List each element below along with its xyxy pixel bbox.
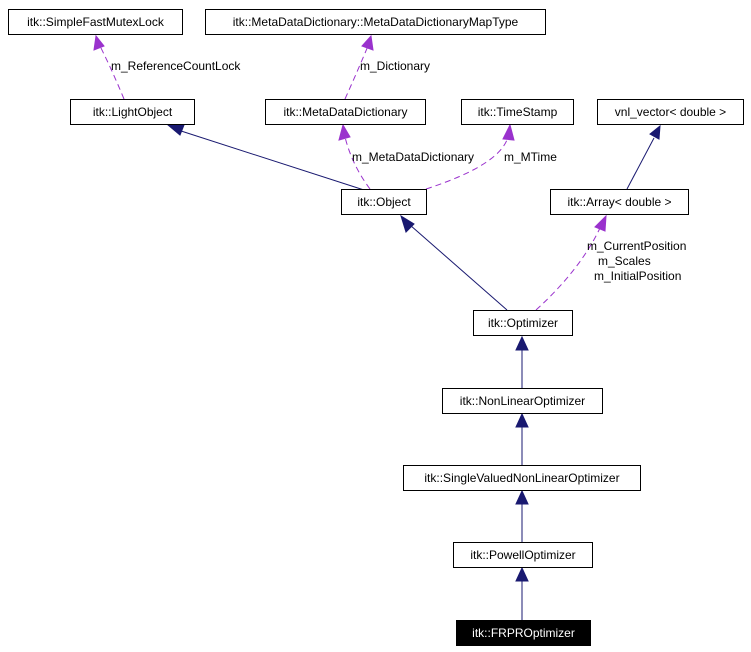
node-array-double[interactable]: itk::Array< double > [550,189,689,215]
node-simple-fast-mutex-lock[interactable]: itk::SimpleFastMutexLock [8,9,183,35]
edge-label-current-position: m_CurrentPosition [587,239,686,253]
edge-nonlinear-optimizer [515,335,529,389]
node-label: itk::SimpleFastMutexLock [27,15,165,29]
node-label: itk::Array< double > [567,195,671,209]
edge-frpr-powell [515,566,529,620]
edge-meta-data-dictionary [338,123,371,190]
node-label: itk::Object [357,195,411,209]
edge-optimizer-members [535,214,607,311]
node-single-valued-non-linear-optimizer[interactable]: itk::SingleValuedNonLinearOptimizer [403,465,641,491]
edge-label-dictionary: m_Dictionary [360,59,430,73]
edge-label-scales: m_Scales [598,254,651,268]
node-label: vnl_vector< double > [615,105,726,119]
node-label: itk::MetaDataDictionary::MetaDataDiction… [233,15,519,29]
node-label: itk::SingleValuedNonLinearOptimizer [424,471,619,485]
node-powell-optimizer[interactable]: itk::PowellOptimizer [453,542,593,568]
node-meta-data-dictionary-map-type[interactable]: itk::MetaDataDictionary::MetaDataDiction… [205,9,546,35]
edge-array-vnlvector [626,124,661,190]
edge-label-meta-data-dictionary: m_MetaDataDictionary [352,150,474,164]
node-time-stamp[interactable]: itk::TimeStamp [461,99,574,125]
node-object[interactable]: itk::Object [341,189,427,215]
node-label: itk::FRPROptimizer [472,626,575,640]
edge-mtime [425,123,515,190]
edge-reference-count-lock [93,34,125,100]
node-label: itk::TimeStamp [478,105,558,119]
node-meta-data-dictionary[interactable]: itk::MetaDataDictionary [265,99,426,125]
edge-object-lightobject [166,124,365,191]
node-frpr-optimizer: itk::FRPROptimizer [456,620,591,646]
node-label: itk::LightObject [93,105,173,119]
node-light-object[interactable]: itk::LightObject [70,99,195,125]
edge-singlevalued-nonlinear [515,412,529,465]
edge-powell-singlevalued [515,489,529,542]
node-label: itk::PowellOptimizer [470,548,575,562]
edge-label-reference-count-lock: m_ReferenceCountLock [111,59,241,73]
node-label: itk::NonLinearOptimizer [460,394,585,408]
node-non-linear-optimizer[interactable]: itk::NonLinearOptimizer [442,388,603,414]
edge-label-mtime: m_MTime [504,150,557,164]
node-label: itk::MetaDataDictionary [283,105,407,119]
edge-optimizer-object [400,214,508,311]
node-vnl-vector[interactable]: vnl_vector< double > [597,99,744,125]
node-label: itk::Optimizer [488,316,558,330]
edge-dictionary [344,34,374,100]
edge-label-initial-position: m_InitialPosition [594,269,681,283]
node-optimizer[interactable]: itk::Optimizer [473,310,573,336]
